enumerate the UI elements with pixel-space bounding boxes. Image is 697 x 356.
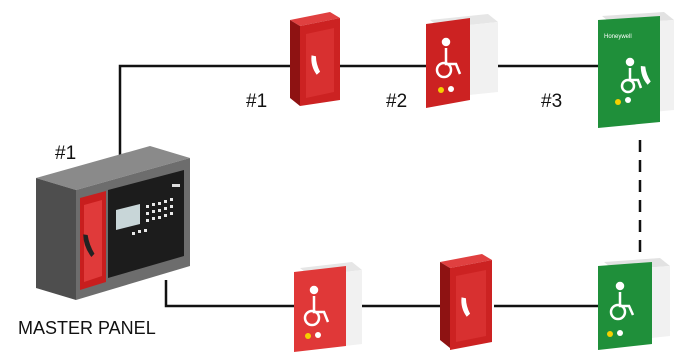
- outstation-top-2-disabled: [426, 14, 498, 108]
- outstation-top-3-green: Honeywell: [598, 12, 674, 128]
- keypad: [132, 198, 173, 235]
- outstation-label-3: #3: [541, 91, 563, 112]
- wheelchair-icon: [620, 57, 643, 94]
- master-panel-label: MASTER PANEL: [18, 318, 156, 338]
- outstation-bottom-3-green: [598, 258, 670, 350]
- master-panel-number: #1: [55, 143, 77, 164]
- wheelchair-icon: [435, 37, 462, 79]
- master-panel: [36, 146, 190, 300]
- brand-text: Honeywell: [604, 34, 632, 40]
- wire-panel-to-bottom: [164, 280, 296, 308]
- phone-handset-icon: [461, 297, 471, 317]
- outstation-bottom-2-phone: [440, 254, 492, 350]
- wire-panel-to-top: [118, 64, 294, 160]
- outstation-label-1: #1: [246, 91, 268, 112]
- phone-handset-icon: [83, 234, 95, 257]
- wiring: [118, 64, 642, 308]
- outstation-top-1-phone: [290, 12, 340, 106]
- wheelchair-icon: [609, 281, 635, 321]
- outstation-label-2: #2: [386, 91, 408, 112]
- phone-handset-icon: [311, 55, 321, 75]
- outstation-bottom-1-disabled: [294, 262, 362, 352]
- phone-handset-icon: [640, 65, 651, 85]
- wheelchair-icon: [303, 285, 330, 327]
